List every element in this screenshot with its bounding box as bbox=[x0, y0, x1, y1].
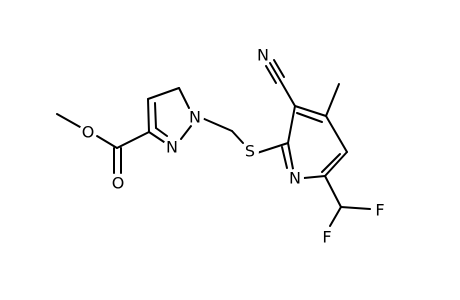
bond-c5-n1 bbox=[178, 87, 190, 109]
fluorine-lower: F bbox=[318, 228, 336, 247]
oxygen-ether: O bbox=[79, 123, 97, 142]
nitrogen-pyrazole-1: N bbox=[186, 108, 204, 127]
bond-cf2-f-upper bbox=[340, 206, 371, 210]
atom-label-n-pyridine: N bbox=[289, 169, 301, 188]
bond-n1-ch2 bbox=[201, 117, 233, 132]
bond-ch2-s bbox=[231, 130, 244, 144]
atom-label-s-thioether: S bbox=[245, 142, 255, 161]
atom-label-o-ether: O bbox=[82, 123, 95, 142]
bond-cn-triple-b bbox=[265, 65, 277, 84]
bond-c4-c5-pyr bbox=[325, 115, 348, 153]
bond-c3-c4-pyr-inner bbox=[296, 112, 323, 123]
atom-labels: O O N N S N N F bbox=[79, 46, 389, 247]
atom-label-f-upper: F bbox=[375, 201, 384, 220]
atom-label-n-nitrile: N bbox=[257, 46, 269, 65]
bond-c4-c5 bbox=[147, 87, 180, 100]
bond-c2-c3 bbox=[287, 105, 296, 144]
bond-carbonyl-c3 bbox=[116, 131, 150, 149]
atom-label-o-carbonyl: O bbox=[112, 174, 125, 193]
bond-c3-c4-inner bbox=[154, 102, 157, 129]
nitrogen-pyridine: N bbox=[286, 169, 304, 188]
bond-c3-c4-pyr bbox=[294, 105, 327, 117]
sulfur-thioether: S bbox=[241, 142, 259, 161]
bond-s-c2 bbox=[256, 142, 289, 154]
bond-n2-c3-a bbox=[148, 131, 165, 143]
atom-label-f-lower: F bbox=[322, 228, 331, 247]
bond-cf2-f-lower bbox=[329, 206, 342, 227]
bond-n1-c2-pyr bbox=[287, 142, 294, 170]
bond-c4-methyl bbox=[325, 83, 340, 117]
oxygen-carbonyl: O bbox=[109, 174, 127, 193]
bond-n1-n2 bbox=[180, 125, 192, 140]
bond-c3-cn bbox=[279, 79, 296, 107]
fluorine-upper: F bbox=[371, 201, 389, 220]
bond-methyl-o bbox=[56, 113, 81, 128]
nitrogen-nitrile: N bbox=[254, 46, 272, 65]
bond-n1-c2-pyr-inner bbox=[281, 146, 288, 169]
bond-c3-c4 bbox=[147, 98, 150, 133]
bond-c5-c6-pyr-inner bbox=[321, 153, 341, 173]
nitrogen-pyrazole-2: N bbox=[163, 138, 181, 157]
bond-cn-triple-c bbox=[273, 59, 285, 78]
atom-label-n-pyrazole-2: N bbox=[166, 138, 178, 157]
bond-o-carbonyl-c bbox=[96, 135, 118, 149]
bond-c6-cf2 bbox=[324, 175, 342, 208]
bond-cn-triple-a bbox=[269, 62, 281, 81]
bond-n2-c3-b bbox=[155, 127, 168, 137]
bond-c6-n1-pyr bbox=[303, 175, 326, 179]
atom-label-n-pyrazole-1: N bbox=[189, 108, 201, 127]
bond-c5-c6-pyr bbox=[324, 151, 348, 177]
bonds bbox=[56, 59, 371, 227]
